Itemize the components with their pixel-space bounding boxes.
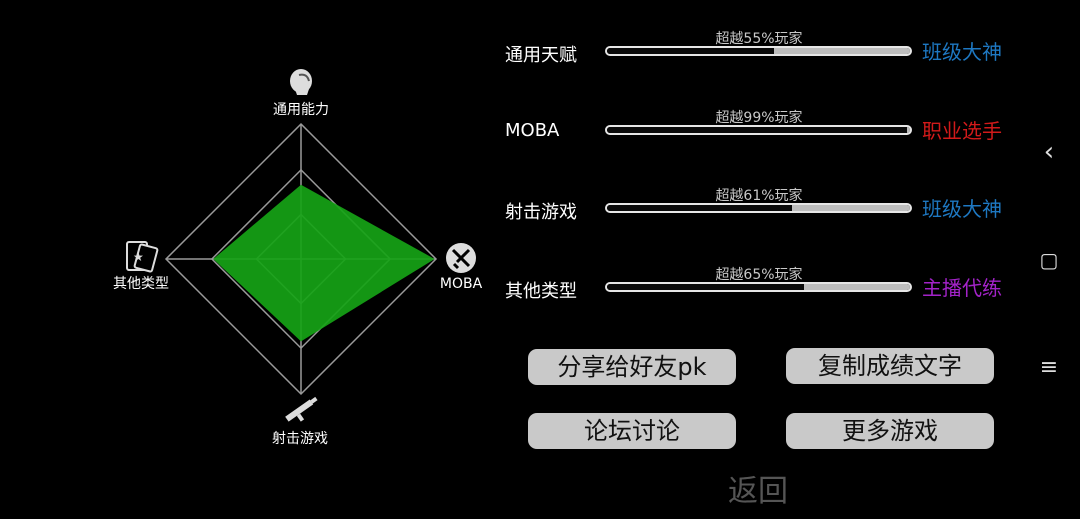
stat-progress-bar [605, 125, 912, 135]
rifle-icon [285, 396, 318, 422]
svg-text:★: ★ [133, 250, 144, 264]
stat-progress-fill [773, 48, 910, 54]
moba-swords-icon [446, 243, 476, 273]
stat-row-shooter: 射击游戏 超越61%玩家 班级大神 [505, 188, 1025, 231]
stat-row-other: 其他类型 超越65%玩家 主播代练 [505, 267, 1025, 310]
forum-button[interactable]: 论坛讨论 [528, 413, 736, 449]
stat-progress-track [607, 127, 907, 133]
stat-caption: 超越61%玩家 [715, 188, 803, 204]
stat-name: 通用天赋 [505, 45, 577, 66]
stat-progress-bar [605, 46, 912, 56]
stat-row-moba: MOBA 超越99%玩家 职业选手 [505, 110, 1025, 153]
copy-results-button[interactable]: 复制成绩文字 [786, 348, 994, 384]
nav-back-icon[interactable]: ‹ [1043, 137, 1055, 167]
stat-rank: 职业选手 [922, 119, 1002, 143]
nav-menu-icon[interactable]: ≡ [1039, 355, 1059, 380]
stat-rank: 班级大神 [922, 197, 1002, 221]
stat-row-general: 通用天赋 超越55%玩家 班级大神 [505, 31, 1025, 74]
more-games-button[interactable]: 更多游戏 [786, 413, 994, 449]
head-icon [290, 69, 312, 95]
stat-progress-track [607, 284, 804, 290]
cards-icon: ★ [126, 241, 159, 273]
stat-name: 其他类型 [505, 281, 577, 302]
stat-progress-fill [803, 284, 910, 290]
return-button[interactable]: 返回 [728, 474, 788, 509]
radar-axis-label-general: 通用能力 [273, 102, 329, 118]
radar-axis-label-shooter: 射击游戏 [272, 431, 328, 447]
stat-progress-track [607, 205, 792, 211]
stat-progress-bar [605, 203, 912, 213]
stat-caption: 超越65%玩家 [715, 267, 803, 283]
stat-name: 射击游戏 [505, 202, 577, 223]
share-pk-button[interactable]: 分享给好友pk [528, 349, 736, 385]
stat-progress-fill [791, 205, 910, 211]
stat-caption: 超越55%玩家 [715, 31, 803, 47]
stat-caption: 超越99%玩家 [715, 110, 803, 126]
radar-axis-label-moba: MOBA [440, 276, 483, 292]
stat-progress-track [607, 48, 774, 54]
radar-value-area [213, 184, 435, 342]
stat-rank: 班级大神 [922, 40, 1002, 64]
stat-rank: 主播代练 [922, 276, 1002, 300]
radar-axis-label-other: 其他类型 [113, 276, 169, 292]
stat-progress-bar [605, 282, 912, 292]
radar-chart: ★ 通用能力 MOBA 射击游戏 其他类型 [113, 69, 483, 447]
stat-name: MOBA [505, 120, 560, 141]
stat-progress-fill [906, 127, 910, 133]
nav-home-icon[interactable]: ▢ [1039, 248, 1059, 272]
